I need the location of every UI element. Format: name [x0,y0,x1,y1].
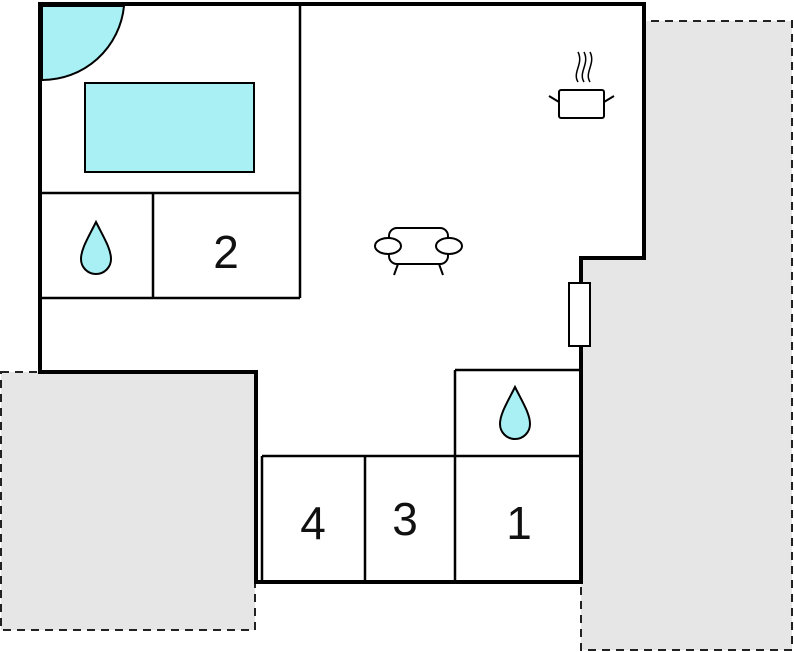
water-drop-icon [498,384,532,440]
door-icon [568,282,591,347]
room-label-1: 1 [506,497,532,549]
pool-rectangle-icon [84,82,255,173]
bath-quarter-circle-icon [41,5,126,82]
room-label-2: 2 [213,226,239,278]
interior-walls [40,4,581,582]
sofa-icon [374,227,463,276]
terrace-left [0,371,256,631]
room-label-3: 3 [392,493,418,545]
water-drop-icon [79,219,113,275]
cooking-pot-icon [548,51,615,119]
room-label-4: 4 [300,497,326,549]
